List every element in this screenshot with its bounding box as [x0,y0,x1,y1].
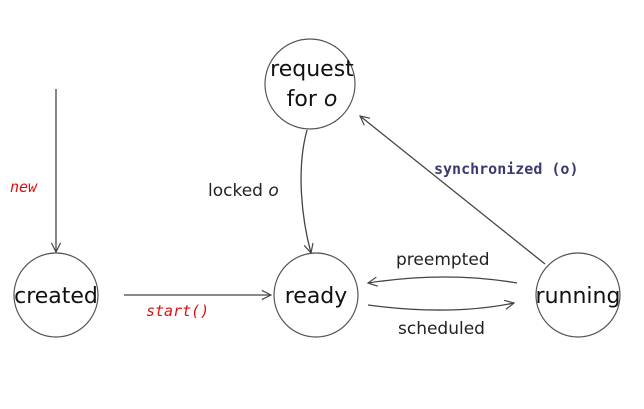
state-running [535,252,621,338]
edge-label-locked-prefix: locked [208,181,268,201]
edge-label-synchronized: synchronized (o) [434,160,579,178]
state-running-label: running [536,284,621,309]
state-request-label-line1: request [270,57,354,82]
edge-label-new: new [10,178,38,196]
edge-preempted [368,276,518,283]
edge-locked [300,129,311,253]
state-created [13,252,99,338]
edge-label-scheduled: scheduled [398,319,485,339]
edge-label-locked-var: o [268,181,278,201]
edge-label-preempted: preempted [396,250,490,270]
edge-label-start: start() [146,302,209,320]
edge-synchronized [360,116,546,265]
state-request-label-line2: for o [287,87,338,112]
state-request-label-var: o [324,87,337,112]
state-ready [273,252,359,338]
state-created-label: created [14,284,98,309]
state-ready-label: ready [285,284,348,309]
state-request [264,38,356,130]
edge-label-locked: locked o [208,181,279,201]
edge-scheduled [367,303,514,311]
state-request-label-prefix: for [287,87,324,112]
